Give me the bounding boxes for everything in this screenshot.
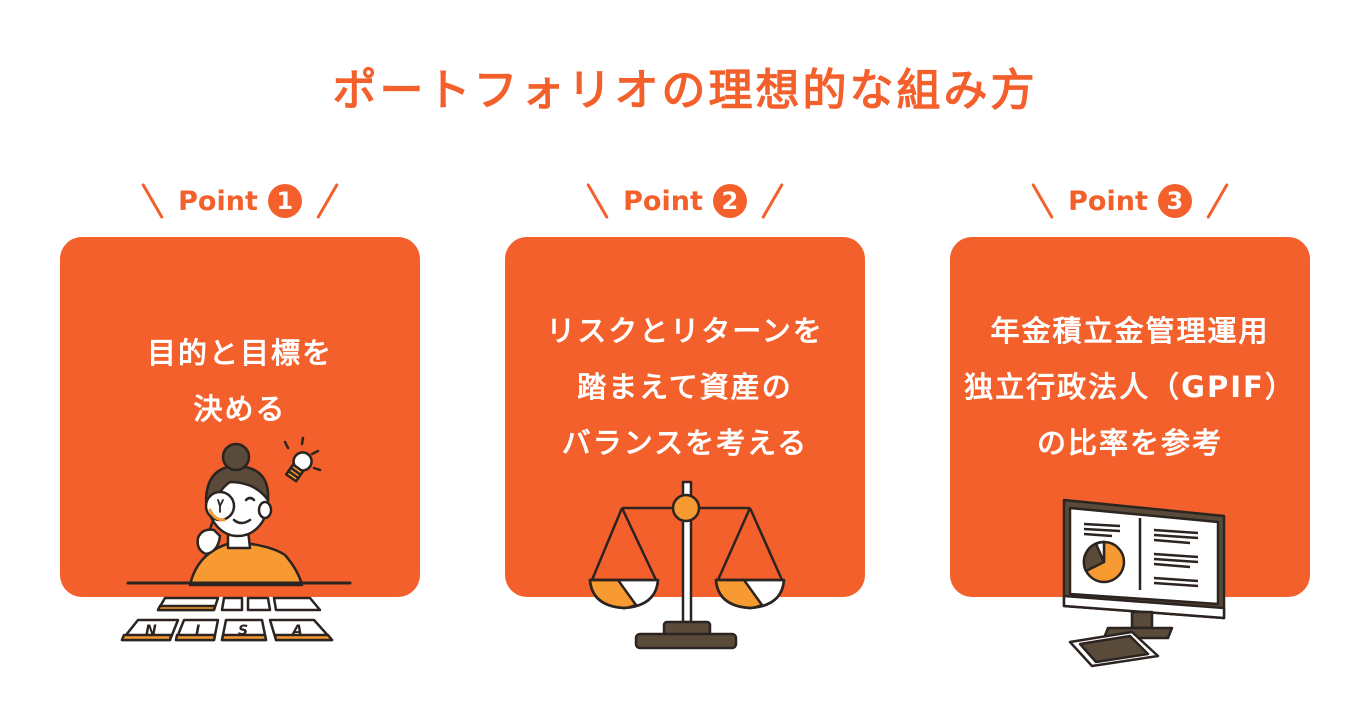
page-title: ポートフォリオの理想的な組み方 xyxy=(332,65,1038,116)
point-word: Point xyxy=(178,185,258,217)
text-line: 独立行政法人（GPIF） xyxy=(964,370,1296,404)
point-word: Point xyxy=(1068,185,1148,217)
point-2-text: リスクとリターンを 踏まえて資産の バランスを考える xyxy=(505,303,865,471)
text-line: の比率を参考 xyxy=(1036,426,1223,460)
text-line: 踏まえて資産の xyxy=(577,370,793,404)
text-line: 年金積立金管理運用 xyxy=(990,314,1270,348)
card-letter-i: I xyxy=(195,623,200,639)
point-3-text: 年金積立金管理運用 独立行政法人（GPIF） の比率を参考 xyxy=(950,303,1310,471)
card-letter-a: A xyxy=(291,623,303,639)
point-2-label: Point 2 xyxy=(575,176,795,226)
text-line: 決める xyxy=(193,392,287,426)
computer-monitor-illustration xyxy=(1062,498,1226,668)
point-number-badge: 3 xyxy=(1157,184,1192,218)
point-number-badge: 2 xyxy=(712,184,747,218)
slash-left-icon xyxy=(586,182,609,220)
slash-left-icon xyxy=(141,182,164,220)
text-line: リスクとリターンを xyxy=(546,314,824,348)
slash-right-icon xyxy=(761,182,784,220)
point-number-badge: 1 xyxy=(267,184,302,218)
woman-magnifier-illustration: N I S A xyxy=(120,436,352,642)
balance-scale-illustration xyxy=(588,480,786,650)
point-2-card: リスクとリターンを 踏まえて資産の バランスを考える xyxy=(505,237,865,597)
slash-right-icon xyxy=(1206,182,1229,220)
text-line: バランスを考える xyxy=(561,426,809,460)
point-1-text: 目的と目標を 決める xyxy=(60,325,420,437)
slash-left-icon xyxy=(1031,182,1054,220)
card-letter-s: S xyxy=(238,623,248,639)
point-1-label: Point 1 xyxy=(130,176,350,226)
slash-right-icon xyxy=(316,182,339,220)
point-word: Point xyxy=(623,185,703,217)
card-letter-n: N xyxy=(145,623,157,639)
text-line: 目的と目標を xyxy=(146,336,333,370)
point-3-label: Point 3 xyxy=(1020,176,1240,226)
